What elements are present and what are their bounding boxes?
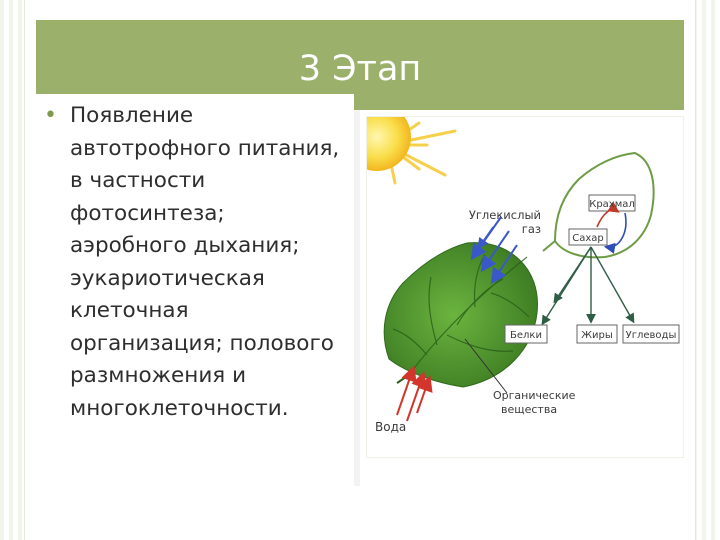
photosynthesis-diagram: Углекислый газ Крахмал Сахар Белки Жиры … [366, 116, 684, 458]
carbs-box [622, 324, 680, 344]
carbs-label: Углеводы [626, 330, 677, 341]
slide-title: 3 Этап [298, 49, 422, 89]
proteins-box [504, 324, 548, 344]
co2-arrows [470, 216, 518, 285]
organic-label: Органические [493, 389, 576, 402]
organic-pointer [464, 338, 508, 394]
sun-icon [367, 117, 457, 185]
proteins-label: Белки [510, 330, 542, 341]
bullet-first-line: Появление [70, 103, 194, 128]
product-arrows [541, 246, 635, 326]
leaf-icon [383, 242, 538, 388]
fats-label: Жиры [581, 330, 613, 341]
starch-sugar-cycle [568, 194, 636, 254]
organic-label-2: вещества [501, 403, 557, 416]
bullet-rest: автотрофного питания, в частности фотоси… [70, 135, 340, 421]
fats-box [576, 324, 618, 344]
bullet-dot: • [44, 103, 57, 128]
bullet-text: Появление автотрофного питания, в частно… [70, 100, 352, 425]
co2-label: Углекислый [469, 208, 541, 222]
water-arrows [396, 365, 433, 422]
diagram-svg: Углекислый газ Крахмал Сахар Белки Жиры … [367, 117, 680, 434]
sugar-label: Сахар [572, 233, 604, 244]
starch-label: Крахмал [589, 199, 635, 210]
co2-label-2: газ [522, 222, 541, 236]
text-panel [36, 94, 354, 486]
text-panel-shadow [354, 110, 360, 486]
water-label: Вода [375, 420, 406, 434]
